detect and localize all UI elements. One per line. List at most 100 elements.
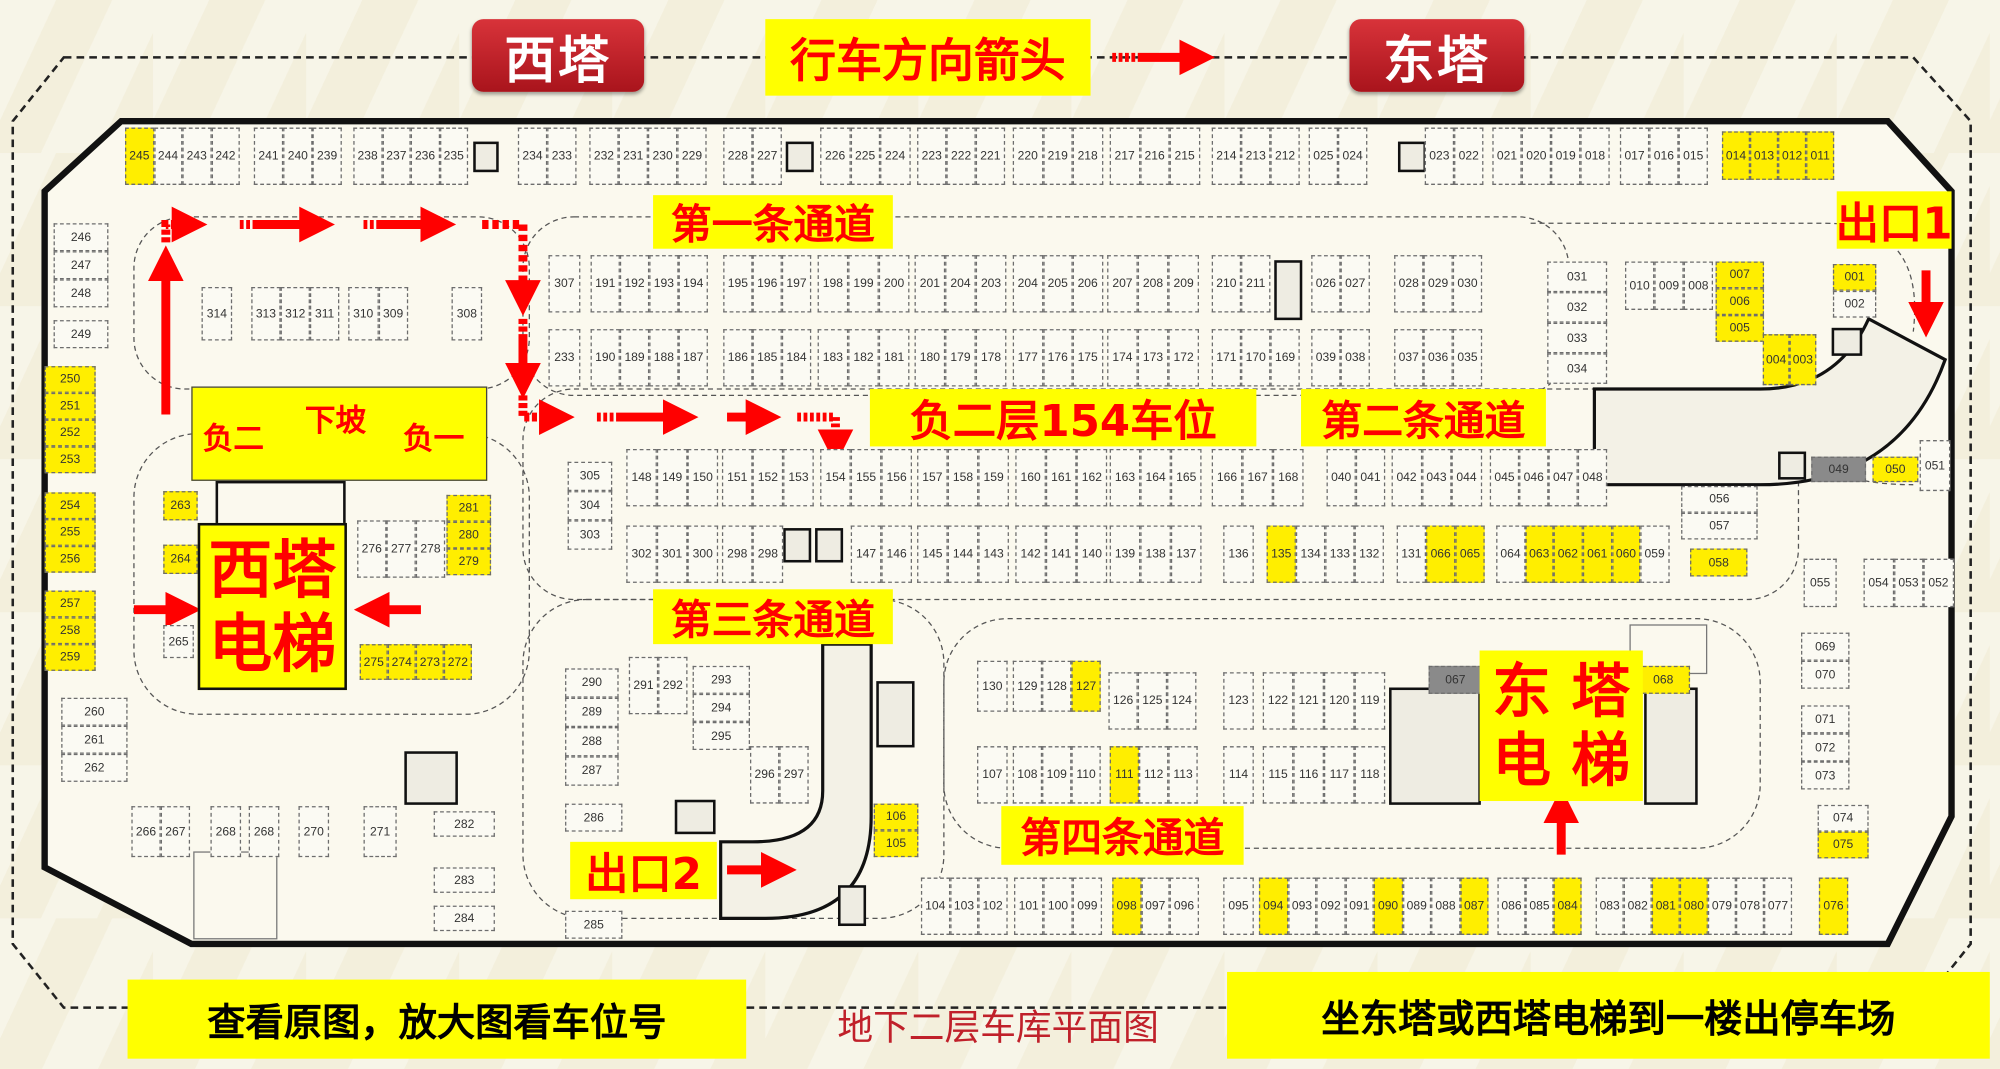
parking-spot: 001 [1832, 264, 1877, 291]
parking-spot: 179 [945, 329, 976, 387]
parking-spot: 015 [1678, 127, 1708, 185]
ramp-box: 负二 下坡 负一 [191, 386, 488, 481]
parking-spot: 123 [1223, 672, 1254, 730]
parking-spot: 163 [1109, 448, 1141, 507]
parking-spot: 008 [1683, 261, 1714, 310]
parking-spot: 215 [1169, 127, 1200, 185]
parking-spot: 095 [1223, 877, 1254, 935]
parking-spot: 256 [44, 545, 96, 573]
parking-spot: 298 [721, 525, 753, 583]
parking-spot: 019 [1551, 127, 1581, 185]
parking-spot: 086 [1497, 877, 1526, 935]
parking-spot: 169 [1270, 329, 1300, 387]
parking-spot: 230 [647, 127, 678, 185]
parking-spot: 267 [160, 806, 191, 858]
parking-spot: 250 [44, 366, 96, 393]
parking-spot: 132 [1354, 525, 1384, 583]
parking-spot: 259 [44, 644, 96, 671]
parking-spot: 283 [433, 867, 495, 893]
parking-spot: 192 [619, 255, 650, 313]
parking-spot: 252 [44, 419, 96, 447]
parking-spot: 114 [1223, 746, 1254, 804]
parking-spot: 082 [1623, 877, 1652, 935]
parking-spot: 007 [1715, 261, 1765, 289]
parking-spot: 089 [1402, 877, 1432, 935]
parking-spot: 224 [880, 127, 911, 185]
parking-spot: 174 [1107, 329, 1138, 387]
parking-spot: 087 [1459, 877, 1489, 935]
parking-spot: 010 [1624, 261, 1655, 310]
parking-spot: 063 [1524, 525, 1554, 583]
parking-spot: 092 [1316, 877, 1346, 935]
parking-spot: 021 [1492, 127, 1522, 185]
parking-spot: 077 [1764, 877, 1793, 935]
parking-spot: 273 [415, 644, 444, 680]
parking-spot: 254 [44, 492, 96, 520]
parking-spot: 186 [723, 329, 753, 387]
parking-spot: 113 [1168, 746, 1198, 804]
parking-spot: 026 [1311, 255, 1341, 313]
parking-spot: 150 [687, 448, 719, 507]
parking-spot: 258 [44, 617, 96, 645]
parking-spot: 055 [1803, 558, 1837, 608]
parking-spot: 286 [565, 803, 623, 832]
parking-spot: 097 [1140, 877, 1170, 935]
parking-spot: 265 [163, 624, 194, 659]
parking-spot: 162 [1076, 448, 1108, 507]
parking-spot: 093 [1287, 877, 1317, 935]
driving-direction-legend: 行车方向箭头 [765, 19, 1091, 96]
parking-spot: 238 [353, 127, 383, 185]
parking-spot: 206 [1072, 255, 1103, 313]
parking-spot: 171 [1211, 329, 1242, 387]
exit-ramp-2 [719, 642, 873, 920]
parking-spot: 271 [363, 806, 397, 858]
parking-spot: 253 [44, 446, 96, 474]
parking-spot: 289 [565, 697, 619, 728]
parking-spot: 129 [1012, 660, 1043, 712]
parking-spot: 122 [1262, 672, 1294, 730]
parking-spot: 297 [779, 746, 809, 804]
parking-spot: 244 [153, 127, 183, 185]
arrow-down-turn [482, 220, 541, 316]
parking-spot: 194 [678, 255, 708, 313]
parking-spot: 005 [1715, 315, 1765, 342]
parking-spot: 268 [248, 806, 280, 858]
parking-spot: 166 [1211, 448, 1243, 507]
parking-spot: 058 [1690, 548, 1748, 577]
parking-spot: 247 [53, 251, 109, 280]
parking-spot: 246 [53, 223, 109, 252]
parking-spot: 135 [1266, 525, 1296, 583]
parking-spot: 111 [1109, 746, 1140, 804]
parking-spot: 043 [1421, 448, 1452, 507]
parking-spot: 281 [446, 494, 492, 522]
parking-spot: 298 [752, 525, 784, 583]
parking-spot: 076 [1818, 877, 1849, 935]
parking-spot: 003 [1789, 334, 1817, 386]
parking-spot: 241 [253, 127, 284, 185]
parking-spot: 172 [1168, 329, 1199, 387]
parking-spot: 035 [1452, 329, 1483, 387]
parking-spot: 190 [590, 329, 620, 387]
parking-spot: 078 [1735, 877, 1765, 935]
parking-spot: 164 [1140, 448, 1171, 507]
parking-spot: 274 [387, 644, 416, 680]
parking-spot: 262 [61, 753, 128, 782]
east-tower-badge: 东塔 [1349, 19, 1525, 92]
parking-spot: 030 [1452, 255, 1483, 313]
parking-spot: 255 [44, 519, 96, 546]
parking-spot: 173 [1137, 329, 1169, 387]
parking-spot: 272 [443, 644, 472, 680]
parking-spot: 227 [752, 127, 782, 185]
west-tower-badge: 西塔 [471, 19, 645, 92]
map-title: 地下二层车库平面图 [837, 1006, 1159, 1049]
parking-spot: 144 [947, 525, 979, 583]
parking-spot: 184 [781, 329, 812, 387]
aisle-2-label: 第二条通道 [1301, 389, 1546, 447]
parking-spot: 249 [53, 320, 109, 349]
parking-spot: 313 [251, 286, 281, 341]
parking-spot: 213 [1241, 127, 1271, 185]
parking-spot: 152 [752, 448, 784, 507]
parking-spot: 263 [163, 491, 198, 521]
parking-spot: 243 [182, 127, 212, 185]
parking-spot: 204 [1012, 255, 1043, 313]
